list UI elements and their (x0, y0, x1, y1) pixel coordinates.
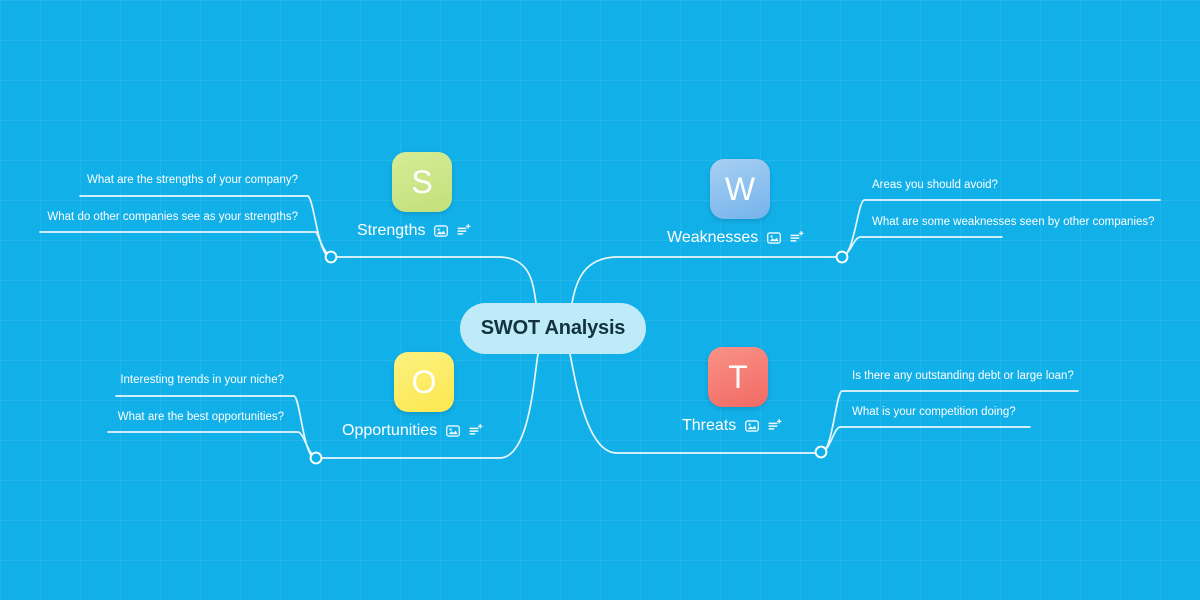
branch-tile-opportunities: O (394, 352, 454, 412)
central-node[interactable]: SWOT Analysis (460, 303, 646, 354)
branch-letter-weaknesses: W (724, 171, 756, 207)
branch-weaknesses[interactable]: W Weaknesses (667, 159, 804, 247)
leaf-weaknesses-1[interactable]: Areas you should avoid? (872, 179, 998, 191)
image-icon[interactable] (446, 424, 461, 438)
branch-tile-weaknesses: W (710, 159, 770, 219)
leaf-strengths-1[interactable]: What are the strengths of your company? (87, 174, 298, 186)
leaf-strengths-2[interactable]: What do other companies see as your stre… (47, 211, 298, 223)
branch-tile-threats: T (708, 347, 768, 407)
link-opportunities-child-1 (107, 431, 316, 458)
central-node-title: SWOT Analysis (480, 317, 626, 339)
leaf-threats-2[interactable]: What is your competition doing? (852, 406, 1016, 418)
junction-dot-threats (814, 445, 828, 459)
junction-dot-strengths (324, 250, 338, 264)
branch-letter-opportunities: O (411, 364, 437, 400)
link-threats-child-2 (821, 390, 1079, 454)
branch-threats[interactable]: T Threats (682, 347, 782, 435)
leaf-opportunities-1[interactable]: Interesting trends in your niche? (120, 374, 284, 386)
note-add-icon[interactable] (469, 424, 483, 438)
link-strengths-child-1 (39, 231, 331, 257)
link-central-strengths (344, 256, 537, 304)
image-icon[interactable] (767, 231, 782, 245)
branch-letter-strengths: S (411, 164, 433, 200)
note-add-icon[interactable] (457, 224, 472, 238)
branch-label-threats: Threats (682, 417, 737, 434)
note-add-icon[interactable] (768, 419, 782, 433)
image-icon[interactable] (434, 224, 449, 238)
branch-label-strengths: Strengths (357, 222, 426, 239)
link-central-weaknesses (571, 256, 829, 304)
junction-dot-opportunities (309, 451, 323, 465)
link-weaknesses-child-2 (842, 199, 1161, 258)
branch-tile-strengths: S (392, 152, 452, 212)
link-weaknesses-child-1 (843, 236, 1003, 257)
leaf-weaknesses-2[interactable]: What are some weaknesses seen by other c… (872, 216, 1155, 228)
branch-letter-threats: T (728, 359, 748, 395)
leaf-opportunities-2[interactable]: What are the best opportunities? (117, 411, 284, 423)
note-add-icon[interactable] (790, 231, 804, 245)
junction-dot-weaknesses (835, 250, 849, 264)
link-opportunities-child-2 (115, 395, 315, 459)
branch-label-weaknesses: Weaknesses (667, 229, 759, 246)
leaf-threats-1[interactable]: Is there any outstanding debt or large l… (852, 370, 1074, 382)
image-icon[interactable] (745, 419, 760, 433)
link-threats-child-1 (822, 426, 1031, 453)
branch-label-opportunities: Opportunities (342, 422, 438, 439)
branch-opportunities[interactable]: O Opportunities (342, 352, 483, 440)
branch-strengths[interactable]: S Strengths (357, 152, 472, 240)
link-strengths-child-2 (79, 195, 330, 258)
